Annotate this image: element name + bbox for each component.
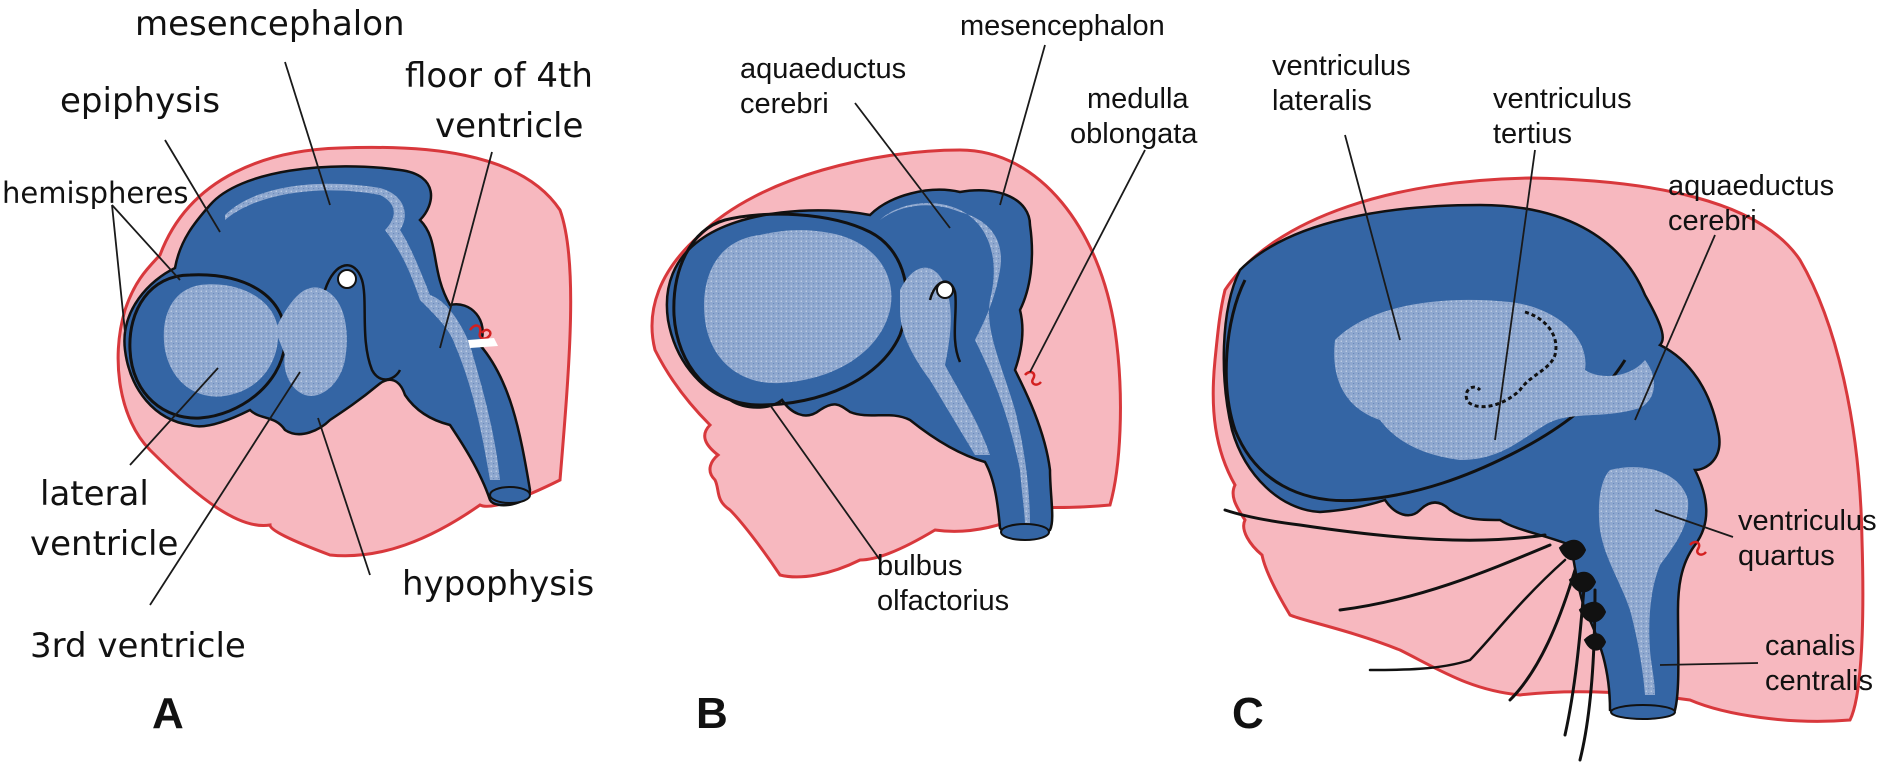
label-c-canalis-line1: canalis bbox=[1765, 630, 1855, 662]
label-b-medulla-line1: medulla bbox=[1087, 83, 1189, 115]
panel-c-letter: C bbox=[1232, 689, 1264, 738]
panel-a-flexure-lumen bbox=[338, 270, 356, 288]
label-a-lateral-line1: lateral bbox=[40, 474, 149, 514]
label-c-quartus-line2: quartus bbox=[1738, 540, 1835, 572]
label-b-aqueduct-line1: aquaeductus bbox=[740, 53, 906, 85]
panel-b-letter: B bbox=[696, 689, 728, 738]
panel-b: mesencephalon aquaeductus cerebri medull… bbox=[652, 10, 1198, 738]
label-a-hypophysis: hypophysis bbox=[402, 564, 594, 604]
label-a-floor-line2: ventricle bbox=[435, 106, 583, 146]
label-a-floor-line1: floor of 4th bbox=[405, 56, 593, 96]
label-a-third-ventricle: 3rd ventricle bbox=[30, 626, 246, 666]
panel-a-letter: A bbox=[152, 689, 184, 738]
label-c-lateralis-line1: ventriculus bbox=[1272, 50, 1411, 82]
label-c-lateralis-line2: lateralis bbox=[1272, 85, 1372, 117]
panel-b-spinal-cut bbox=[1001, 524, 1049, 540]
panel-c-spinal-cut bbox=[1611, 705, 1675, 719]
panel-b-flexure-lumen bbox=[937, 282, 953, 298]
label-c-aqueduct-line1: aquaeductus bbox=[1668, 170, 1834, 202]
label-b-mesencephalon: mesencephalon bbox=[960, 10, 1165, 42]
label-c-aqueduct-line2: cerebri bbox=[1668, 205, 1757, 237]
label-a-mesencephalon: mesencephalon bbox=[135, 4, 405, 44]
label-c-tertius-line2: tertius bbox=[1493, 118, 1572, 150]
label-a-hemispheres: hemispheres bbox=[2, 176, 189, 210]
label-c-canalis-line2: centralis bbox=[1765, 665, 1873, 697]
label-b-bulbus-line1: bulbus bbox=[877, 550, 962, 582]
label-b-aqueduct-line2: cerebri bbox=[740, 88, 829, 120]
label-c-tertius-line1: ventriculus bbox=[1493, 83, 1632, 115]
label-b-medulla-line2: oblongata bbox=[1070, 118, 1198, 150]
label-a-lateral-line2: ventricle bbox=[30, 524, 178, 564]
leader-a-hemispheres-2 bbox=[112, 205, 125, 332]
panel-c: ventriculus lateralis ventriculus tertiu… bbox=[1213, 50, 1876, 760]
label-a-epiphysis: epiphysis bbox=[60, 81, 220, 121]
panel-a: mesencephalon epiphysis floor of 4th ven… bbox=[2, 4, 594, 738]
panel-a-spinal-cut bbox=[490, 487, 530, 503]
label-b-bulbus-line2: olfactorius bbox=[877, 585, 1009, 617]
label-c-quartus-line1: ventriculus bbox=[1738, 505, 1877, 537]
